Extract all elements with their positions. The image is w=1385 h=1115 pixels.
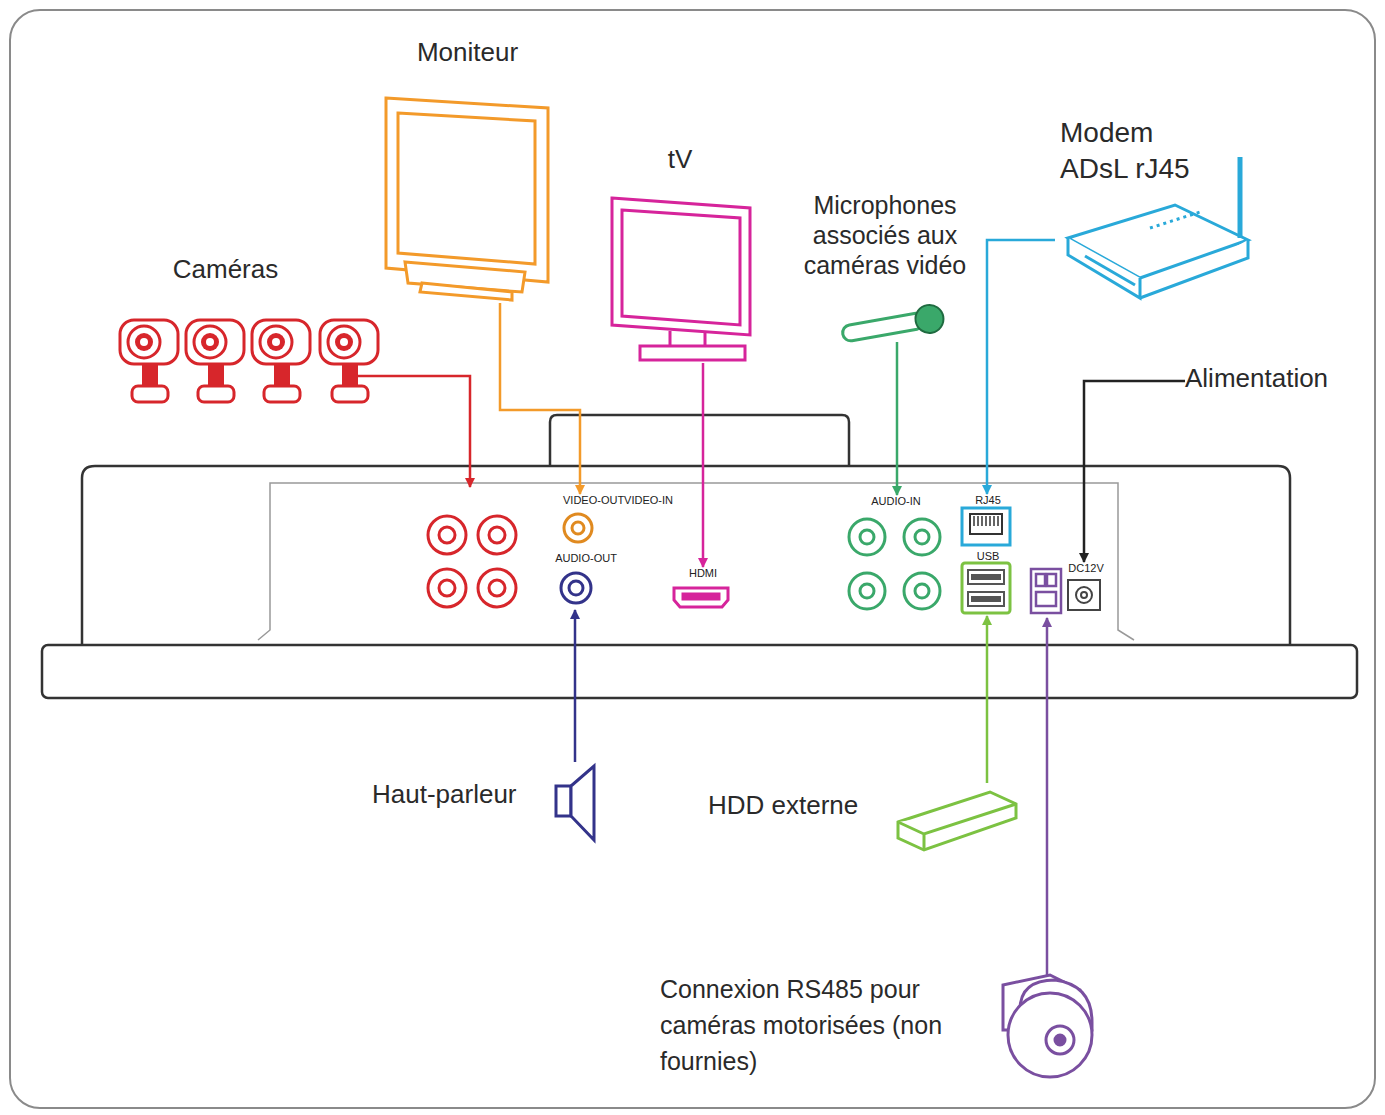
rs485-terminal: [1031, 569, 1061, 613]
monitor-node: Moniteur: [380, 35, 557, 303]
microphone-icon: [840, 303, 945, 348]
connection-wire: [987, 240, 1055, 494]
dc-jack: [1068, 580, 1100, 610]
connection-wire: [702, 363, 705, 567]
device-label: Modem ADsL rJ45: [1060, 115, 1205, 187]
speaker-icon: [556, 766, 594, 840]
speaker-node: Haut-parleur: [370, 762, 602, 844]
tv-icon: [612, 198, 750, 360]
hdd-node: HDD externe: [708, 783, 1023, 858]
device-label: Alimentation: [1185, 364, 1328, 394]
dvr-housing: [42, 415, 1357, 698]
video-jack: [564, 514, 592, 542]
connection-wire: [986, 616, 989, 783]
port-label: DC12V: [1063, 562, 1109, 575]
rj45-port: [962, 508, 1010, 545]
audio-in-jacks: [849, 519, 940, 609]
connection-wire: [1084, 381, 1185, 562]
rs485-wire: [1046, 618, 1049, 975]
port-label: USB: [960, 550, 1016, 563]
video-port: VIDEO-OUTVIDEO-IN: [543, 494, 693, 546]
audio-out-jack: [561, 573, 591, 603]
device-label: Caméras: [163, 255, 288, 285]
bnc-inputs: [428, 516, 516, 607]
device-label: Connexion RS485 pour caméras motorisées …: [660, 971, 990, 1079]
modem-node: Modem ADsL rJ45: [1055, 115, 1255, 307]
hdmi-port-node: HDMI: [668, 567, 738, 613]
port-label: RJ45: [960, 494, 1016, 507]
tv-node: tV: [605, 143, 757, 363]
camera-icon: [320, 320, 378, 402]
microphone-node: Microphones associés aux caméras vidéo: [785, 190, 987, 342]
connection-wire: [896, 342, 899, 495]
audio-out-port: AUDIO-OUT: [540, 552, 632, 610]
camera-wire: [354, 376, 470, 487]
hdmi-port: [674, 588, 728, 607]
camera-icon: [120, 320, 178, 402]
camera-icon: [186, 320, 244, 402]
usb-ports: [962, 563, 1010, 613]
port-label: VIDEO-OUTVIDEO-IN: [543, 494, 693, 507]
connection-wire: [500, 303, 580, 494]
hdd-icon: [898, 792, 1016, 850]
audio-in-port: AUDIO-IN: [845, 495, 947, 610]
usb-port-node: USB: [960, 550, 1016, 616]
camera-icon: [252, 320, 310, 402]
outer-frame: [10, 10, 1375, 1108]
rj45-port-node: RJ45: [960, 494, 1016, 549]
connection-wire: [574, 610, 577, 762]
device-label: Microphones associés aux caméras vidéo: [785, 190, 985, 280]
power-node: Alimentation: [1185, 362, 1355, 402]
port-label: AUDIO-IN: [845, 495, 947, 508]
device-label: HDD externe: [708, 791, 858, 821]
device-label: Haut-parleur: [372, 780, 517, 810]
port-label: AUDIO-OUT: [540, 552, 632, 565]
ptz-camera-icon: [1003, 975, 1092, 1077]
port-label: HDMI: [668, 567, 738, 580]
device-label: Moniteur: [380, 38, 555, 68]
rs485-node: Connexion RS485 pour caméras motorisées …: [655, 968, 1115, 1086]
dc-port-node: DC12V: [1063, 562, 1109, 614]
cameras-node: Caméras: [110, 255, 390, 415]
device-label: tV: [605, 145, 755, 175]
monitor-icon: [386, 98, 548, 300]
